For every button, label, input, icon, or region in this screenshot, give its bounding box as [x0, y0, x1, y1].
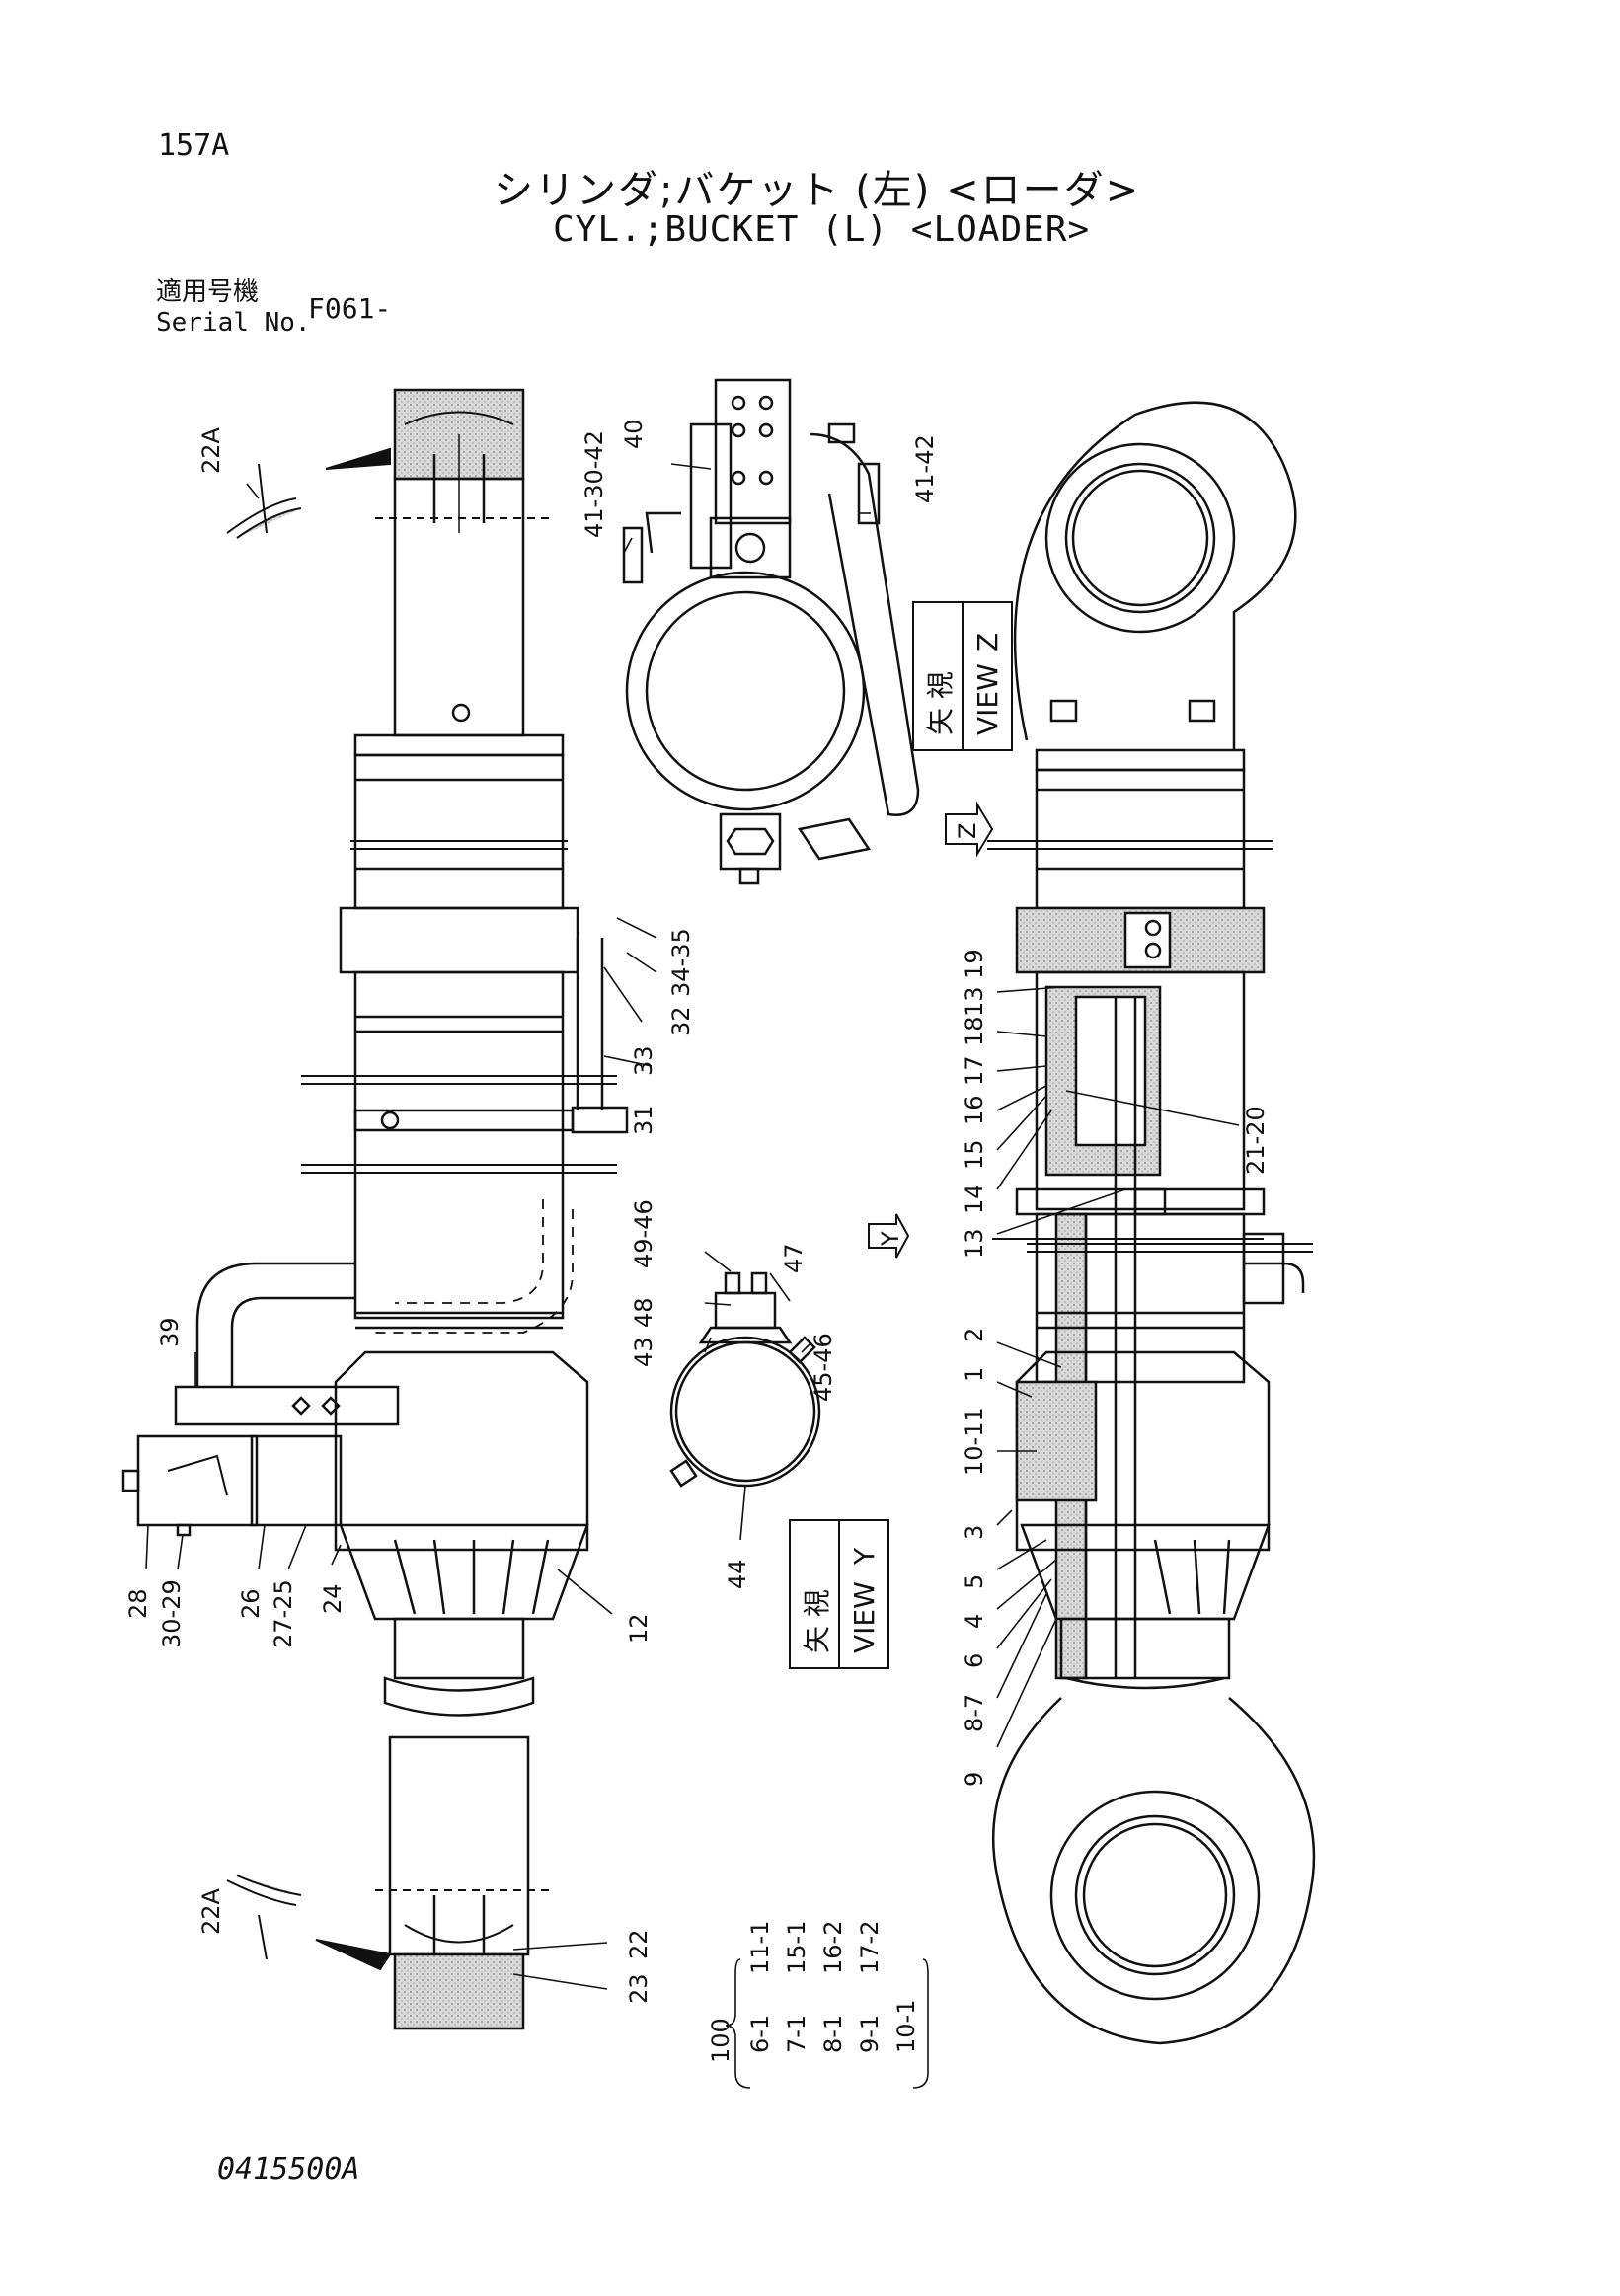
view-z-label-box — [912, 601, 1013, 751]
right-cylinder-section — [991, 401, 1316, 2045]
callout-10-11: 10-11 — [961, 1407, 988, 1476]
callout-49-46: 49-46 — [630, 1199, 657, 1268]
callout-22a-bottom: 22A — [197, 1887, 225, 1935]
kit-row-3-a: 8-1 — [819, 2015, 847, 2053]
callout-45-46: 45-46 — [810, 1333, 837, 1402]
callout-23: 23 — [625, 1973, 653, 2004]
kit-row-2-b: 15-1 — [783, 1921, 810, 1974]
callout-labels: 22A 40 41-30-42 41-42 34-35 32 33 31 49-… — [124, 419, 1270, 2063]
callout-12: 12 — [625, 1613, 653, 1644]
kit-row-4-a: 9-1 — [856, 2015, 884, 2053]
callout-28: 28 — [124, 1588, 152, 1619]
arrow-z — [945, 801, 994, 858]
callout-1: 1 — [961, 1367, 988, 1382]
document-code: 0415500A — [217, 2152, 360, 2186]
callout-22a-top: 22A — [197, 426, 225, 474]
callout-31: 31 — [630, 1105, 657, 1135]
view-z-detail — [622, 378, 920, 885]
callout-48: 48 — [630, 1297, 657, 1328]
detail-22a-top — [226, 447, 391, 539]
arrow-y-letter: Y — [877, 1231, 904, 1247]
serial-value: F061- — [308, 292, 392, 325]
detail-22a-bottom — [226, 1875, 392, 1971]
callout-40: 40 — [620, 419, 648, 449]
callout-41-42: 41-42 — [911, 434, 939, 503]
callout-30-29: 30-29 — [158, 1579, 186, 1648]
callout-5: 5 — [961, 1574, 988, 1589]
view-y-jp: 矢 視 — [801, 1589, 833, 1653]
callout-27-25: 27-25 — [270, 1579, 297, 1648]
view-y-detail — [669, 1271, 821, 1488]
callout-32: 32 — [667, 1006, 695, 1036]
title-english: CYL.;BUCKET (L) <LOADER> — [553, 209, 1091, 250]
callout-4: 4 — [961, 1614, 988, 1629]
view-y-letter: Y — [848, 1547, 881, 1566]
callout-39: 39 — [156, 1317, 184, 1347]
serial-label-english: Serial No. — [156, 308, 311, 338]
callout-2: 2 — [961, 1328, 988, 1342]
view-y-label-box — [789, 1519, 889, 1669]
kit-row-3-b: 16-2 — [819, 1921, 847, 1974]
view-z-en: VIEW — [971, 663, 1004, 735]
arrow-y — [868, 1213, 910, 1259]
callout-24: 24 — [319, 1583, 347, 1614]
view-z-jp: 矢 視 — [924, 671, 957, 735]
callout-47: 47 — [780, 1243, 808, 1273]
kit-number: 100 — [707, 2018, 734, 2063]
callout-16: 16 — [961, 1095, 988, 1125]
callout-21-20: 21-20 — [1242, 1106, 1270, 1175]
right-break-lines — [987, 840, 1313, 1253]
callout-43: 43 — [630, 1337, 657, 1367]
callout-9: 9 — [961, 1772, 988, 1787]
callout-13: 13 — [961, 1228, 988, 1259]
callout-19: 13 19 — [961, 949, 988, 1017]
callout-6: 6 — [961, 1653, 988, 1668]
callout-41-30-42: 41-30-42 — [580, 430, 608, 538]
title-japanese: シリンダ;バケット (左) <ローダ> — [494, 168, 1141, 213]
callout-17: 17 — [961, 1055, 988, 1086]
leader-lines — [145, 463, 1240, 2089]
page-number: 157A — [158, 128, 230, 163]
kit-row-4-b: 17-2 — [856, 1921, 884, 1974]
callout-34-35: 34-35 — [667, 928, 695, 997]
left-cylinder-exterior — [121, 388, 629, 2030]
callout-26: 26 — [237, 1588, 265, 1619]
callout-8-7: 8-7 — [961, 1694, 988, 1732]
kit-row-1-b: 11-1 — [746, 1921, 774, 1974]
callout-22: 22 — [625, 1929, 653, 1959]
view-z-letter: Z — [971, 633, 1004, 651]
left-break-lines — [301, 517, 617, 1891]
callout-33: 33 — [630, 1045, 657, 1076]
serial-label-japanese: 適用号機 — [156, 277, 260, 307]
callout-18: 18 — [961, 1016, 988, 1046]
view-y-en: VIEW — [848, 1581, 881, 1653]
callout-3: 3 — [961, 1525, 988, 1540]
kit-row-2-a: 7-1 — [783, 2015, 810, 2053]
callout-44: 44 — [724, 1559, 751, 1589]
callout-14: 14 — [961, 1184, 988, 1214]
kit-row-5-a: 10-1 — [892, 2000, 920, 2053]
kit-row-1-a: 6-1 — [746, 2015, 774, 2053]
arrow-z-letter: Z — [954, 823, 981, 839]
callout-15: 15 — [961, 1139, 988, 1170]
